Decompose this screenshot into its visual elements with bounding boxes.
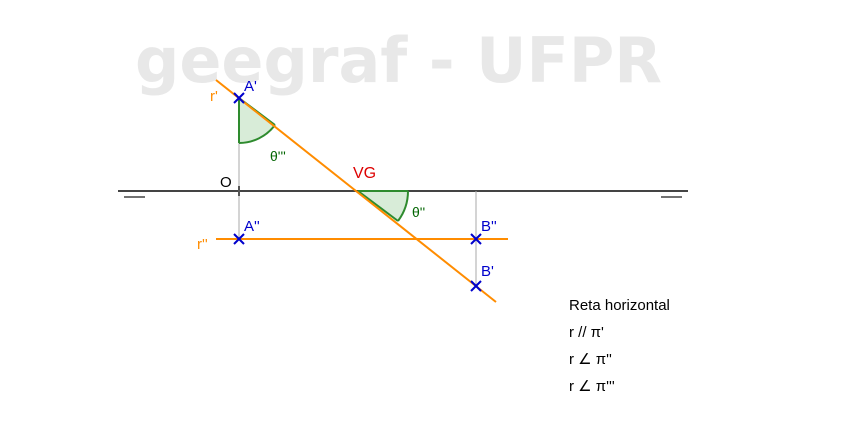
legend-line-3: r ∠ π''' [569, 378, 615, 395]
label-B-front: B'' [481, 218, 497, 235]
label-theta-top: θ''' [270, 148, 286, 164]
point-B-top-cross [470, 280, 482, 292]
point-B-front-cross [470, 233, 482, 245]
legend-line-2: r ∠ π'' [569, 351, 612, 368]
watermark: geegraf - UFPR [135, 24, 662, 97]
origin-label: O [220, 174, 232, 191]
label-vg: VG [353, 165, 376, 182]
legend-line-1: r // π' [569, 324, 604, 341]
legend-title: Reta horizontal [569, 297, 670, 314]
point-A-front-cross [233, 233, 245, 245]
legend: Reta horizontal r // π' r ∠ π'' r ∠ π''' [569, 296, 670, 404]
angle-theta-front-leg2 [357, 190, 399, 222]
label-B-top: B' [481, 263, 494, 280]
label-A-front: A'' [244, 218, 260, 235]
angle-theta-top-arc [238, 124, 276, 144]
angle-theta-top-sector [239, 98, 275, 143]
point-A-top-cross [233, 92, 245, 104]
label-r-front: r'' [197, 236, 208, 253]
label-theta-front: θ'' [412, 204, 425, 220]
label-r-top: r' [210, 88, 218, 105]
angle-theta-front-sector [358, 191, 408, 221]
line-r-top [215, 79, 497, 303]
angle-theta-front-arc [397, 190, 409, 222]
label-A-top: A' [244, 78, 257, 95]
